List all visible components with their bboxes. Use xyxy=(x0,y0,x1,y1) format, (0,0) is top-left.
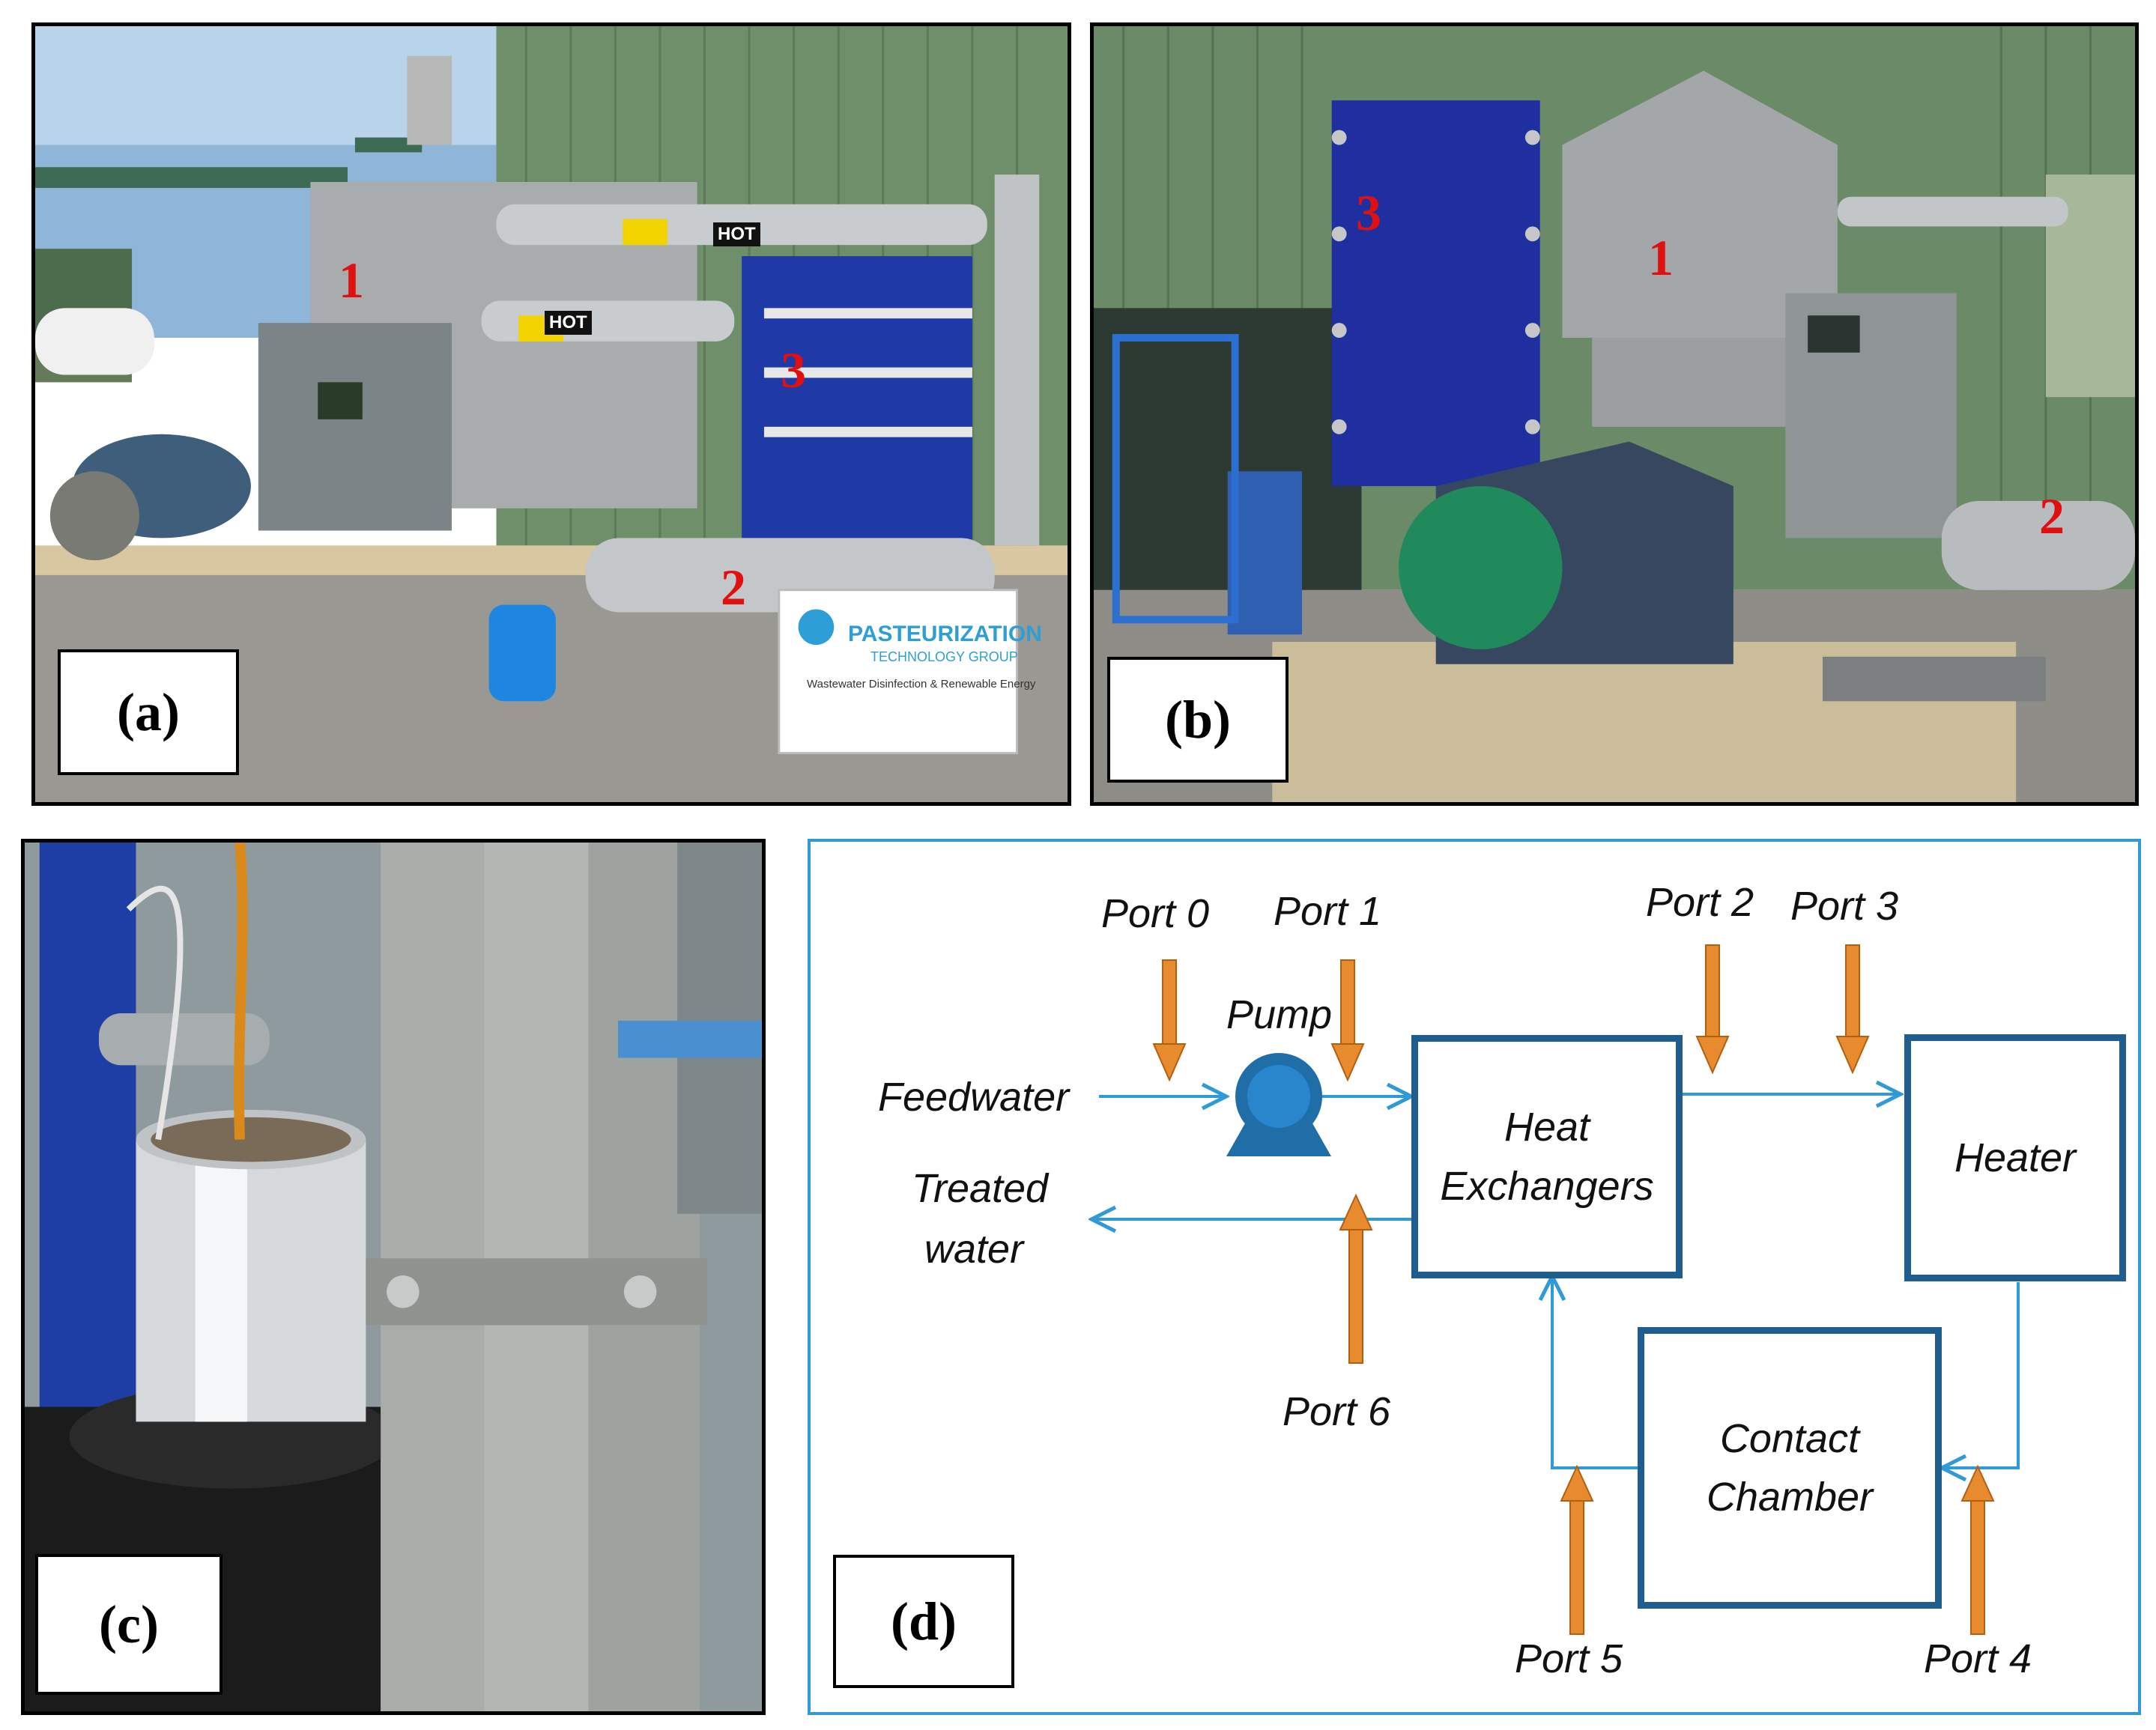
port-4-arrow xyxy=(1960,1464,1995,1635)
pump-icon xyxy=(1226,1053,1331,1156)
sign-subtitle: TECHNOLOGY GROUP xyxy=(870,649,1018,664)
port-3-arrow xyxy=(1835,944,1870,1075)
component-marker-2: 2 xyxy=(2039,488,2065,544)
photo-panel-a: 1 3 2 HOT HOT PASTEURIZATION TECHNOLOGY … xyxy=(31,22,1071,806)
flow-heater-to-contact xyxy=(1942,1282,2020,1468)
port-2-label: Port 2 xyxy=(1646,880,1754,925)
contact-chamber-box: Contact Chamber xyxy=(1638,1327,1942,1609)
component-marker-3: 3 xyxy=(1356,184,1381,241)
contact-chamber-label-line1: Contact xyxy=(1719,1415,1860,1461)
port-2-arrow xyxy=(1695,944,1730,1075)
port-0-arrow xyxy=(1152,959,1187,1082)
port-0-label: Port 0 xyxy=(1101,891,1210,936)
heat-exchangers-label-line2: Exchangers xyxy=(1440,1163,1654,1209)
flow-diagram-lines xyxy=(811,944,2020,1635)
component-marker-3: 3 xyxy=(781,342,806,398)
heat-exchangers-box: Heat Exchangers xyxy=(1411,1035,1683,1278)
port-5-arrow xyxy=(1560,1464,1594,1635)
pump-label: Pump xyxy=(1226,992,1333,1037)
port-6-label: Port 6 xyxy=(1283,1389,1391,1434)
panel-label-d: (d) xyxy=(833,1555,1014,1688)
heat-exchangers-label-line1: Heat xyxy=(1504,1105,1590,1150)
flow-diagram-panel-d: Heat Exchangers Heater Contact Chamber P… xyxy=(808,839,2141,1715)
component-marker-2: 2 xyxy=(721,559,746,616)
photo-panel-b: 3 1 2 (b) xyxy=(1090,22,2139,806)
port-1-label: Port 1 xyxy=(1274,889,1382,934)
hot-warning-tag: HOT xyxy=(545,311,592,335)
treated-water-label-line1: Treated xyxy=(912,1166,1049,1211)
treated-water-label-line2: water xyxy=(924,1227,1024,1272)
panel-label-b: (b) xyxy=(1107,657,1289,783)
component-marker-1: 1 xyxy=(339,252,364,309)
contact-chamber-label-line2: Chamber xyxy=(1706,1475,1874,1520)
panel-label-a: (a) xyxy=(58,649,239,775)
feedwater-label: Feedwater xyxy=(878,1075,1070,1120)
port-4-label: Port 4 xyxy=(1924,1636,2032,1681)
panel-label-c: (c) xyxy=(35,1554,222,1695)
sign-title: PASTEURIZATION xyxy=(848,622,1042,646)
heater-label: Heater xyxy=(1954,1135,2077,1180)
flow-contact-to-hx xyxy=(1552,1276,1638,1469)
component-marker-1: 1 xyxy=(1648,229,1674,286)
photo-panel-c: (c) xyxy=(21,839,766,1715)
port-1-arrow xyxy=(1330,959,1365,1082)
sign-line: Wastewater Disinfection & Renewable Ener… xyxy=(807,678,1036,691)
pilot-plant-photo-b xyxy=(1094,26,2135,802)
port-6-arrow xyxy=(1339,1193,1373,1364)
port-3-label: Port 3 xyxy=(1790,884,1899,929)
heater-box: Heater xyxy=(1904,1034,2126,1281)
port-5-label: Port 5 xyxy=(1515,1636,1623,1681)
hot-warning-tag: HOT xyxy=(713,222,760,246)
